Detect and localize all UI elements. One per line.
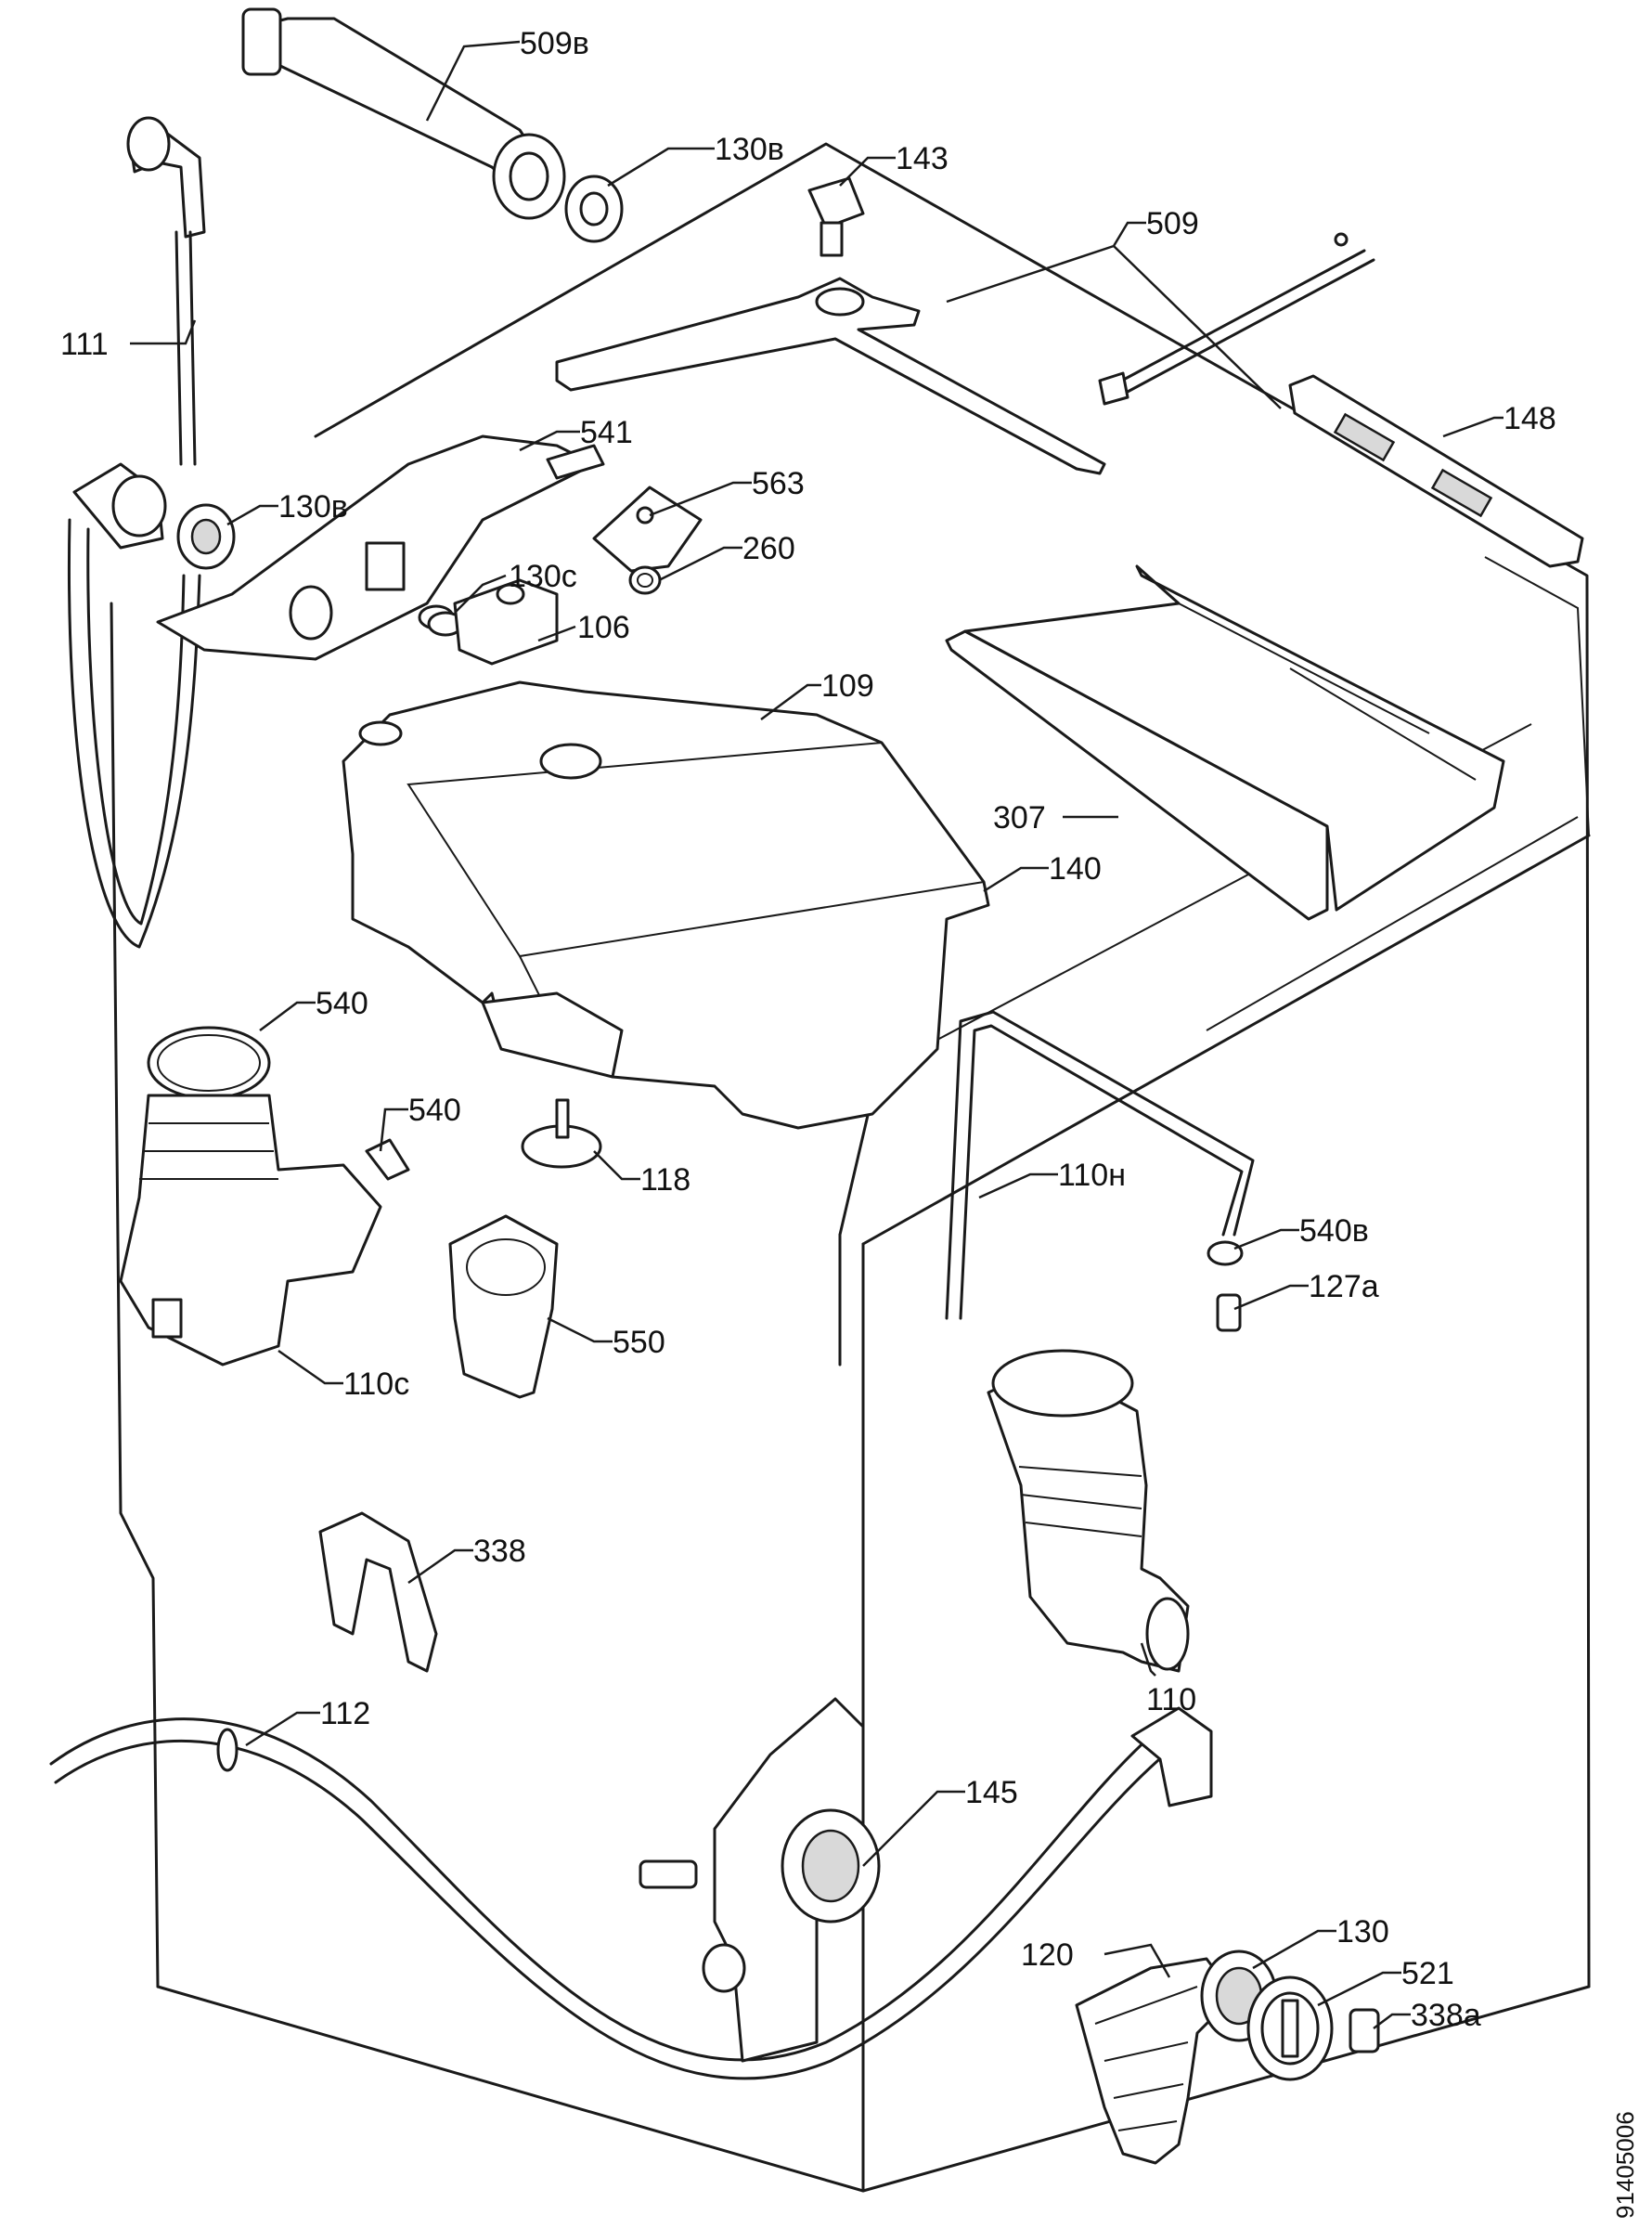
label-109: 109 (821, 668, 874, 704)
label-509b: 509в (520, 26, 589, 61)
part-118-wheel (521, 1098, 602, 1169)
part-130b-seal-left (176, 503, 236, 570)
part-rod (1098, 232, 1375, 406)
part-541-frame (156, 434, 605, 661)
label-112: 112 (320, 1696, 370, 1731)
part-540-clamp-small (365, 1138, 410, 1181)
part-109-dispenser-housing (342, 680, 990, 1130)
part-148-handle (1288, 374, 1584, 568)
label-521: 521 (1401, 1956, 1454, 1991)
label-110h: 110н (1058, 1158, 1126, 1193)
label-110: 110 (1146, 1682, 1196, 1717)
label-130c: 130с (509, 559, 577, 594)
part-521-cover (1246, 1975, 1334, 2081)
label-111: 111 (60, 327, 109, 362)
part-111-inlet-hose (67, 116, 206, 949)
label-118: 118 (640, 1162, 690, 1198)
part-338-clip (318, 1511, 438, 1673)
label-541: 541 (580, 415, 633, 450)
part-110c-sump (119, 1094, 382, 1367)
label-148: 148 (1504, 401, 1556, 436)
label-145: 145 (965, 1775, 1018, 1810)
part-307-drawer (945, 564, 1505, 921)
part-130b-seal-top (564, 175, 624, 243)
label-130b-left: 130в (278, 489, 348, 525)
part-145-pump (639, 1697, 881, 2063)
part-106-clamp (453, 578, 559, 666)
part-130c-spring (418, 604, 464, 637)
label-260: 260 (742, 531, 795, 566)
label-540-small: 540 (408, 1093, 461, 1128)
labels: 509в 130в 143 509 111 148 541 130в 563 2… (60, 26, 1639, 2219)
part-338a-clip (1349, 2008, 1380, 2053)
label-130: 130 (1336, 1914, 1389, 1950)
label-120: 120 (1021, 1937, 1074, 1973)
part-143-knob (807, 176, 865, 257)
part-120-filter (1075, 1957, 1236, 2165)
label-106: 106 (577, 610, 630, 645)
part-260-spring (628, 565, 662, 595)
label-540-large: 540 (316, 986, 368, 1021)
label-509: 509 (1146, 206, 1199, 241)
part-110-bellows (987, 1349, 1190, 1673)
part-110h-tube (945, 1010, 1255, 1320)
label-307: 307 (993, 800, 1046, 836)
label-550: 550 (613, 1325, 665, 1360)
part-112-drain-hose (49, 1706, 1213, 2080)
label-338a: 338а (1411, 1998, 1481, 2033)
label-540b: 540в (1299, 1213, 1369, 1249)
part-509-bracket (555, 277, 1106, 475)
document-id: 91405006 (1611, 2111, 1639, 2219)
label-338: 338 (473, 1534, 526, 1569)
part-550-holder (448, 1214, 559, 1399)
part-540-clamp-large (147, 1026, 271, 1100)
label-110c: 110с (343, 1367, 409, 1402)
part-127a-nipple (1216, 1293, 1242, 1332)
label-127a: 127а (1309, 1269, 1379, 1304)
part-563-cam (592, 486, 703, 573)
label-130b-top: 130в (715, 132, 784, 167)
part-540b-clip (1207, 1240, 1244, 1266)
leader-lines (130, 40, 1504, 2029)
label-563: 563 (752, 466, 805, 501)
label-140: 140 (1049, 851, 1102, 887)
label-143: 143 (896, 141, 949, 176)
cabinet-outline (110, 142, 1591, 2193)
part-509b-inlet-pipe (241, 7, 566, 220)
